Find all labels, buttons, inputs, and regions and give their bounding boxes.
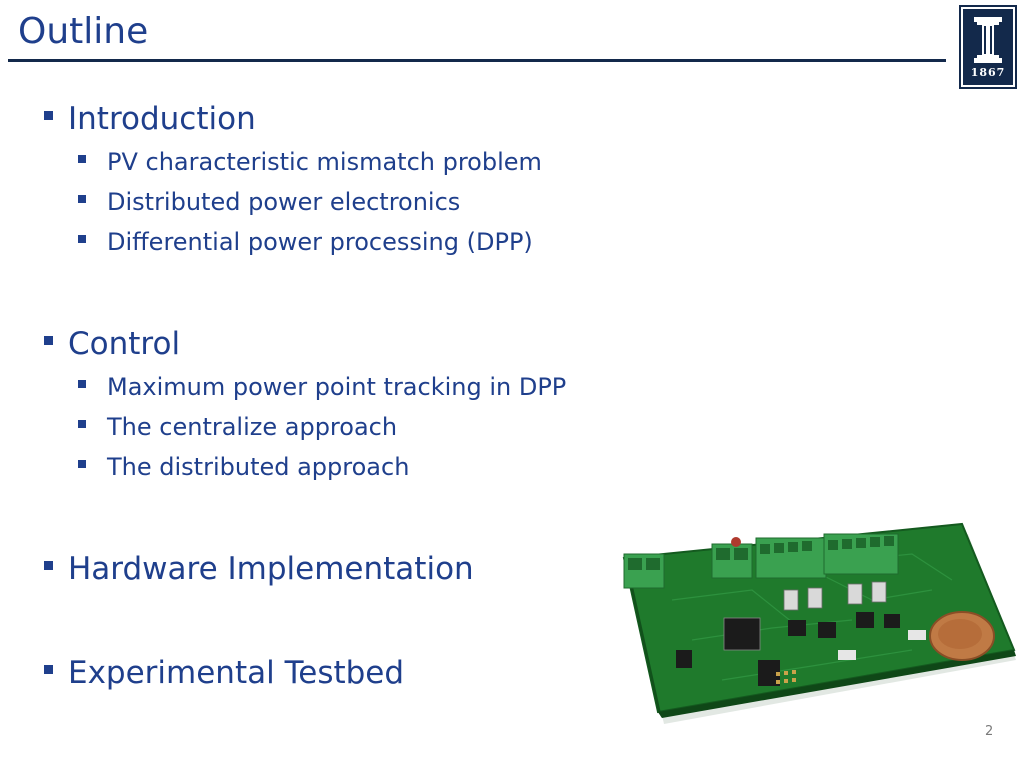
list-item-label: Distributed power electronics xyxy=(107,188,461,216)
page-number: 2 xyxy=(985,724,994,739)
square-bullet-icon xyxy=(78,420,86,428)
list-item-label: Differential power processing (DPP) xyxy=(107,228,533,256)
section-control: Control xyxy=(44,329,180,360)
square-bullet-icon xyxy=(78,195,86,203)
section-label: Hardware Implementation xyxy=(68,551,474,587)
square-bullet-icon xyxy=(78,380,86,388)
section-label: Experimental Testbed xyxy=(68,655,405,691)
circuit-board-photo xyxy=(622,522,1016,724)
list-item: Differential power processing (DPP) xyxy=(78,230,533,254)
square-bullet-icon xyxy=(78,460,86,468)
section-label: Introduction xyxy=(68,101,256,137)
list-item: The centralize approach xyxy=(78,415,397,439)
square-bullet-icon xyxy=(44,111,53,120)
section-introduction: Introduction xyxy=(44,104,256,135)
page-title: Outline xyxy=(18,11,149,52)
list-item: Distributed power electronics xyxy=(78,190,460,214)
square-bullet-icon xyxy=(44,336,53,345)
title-divider xyxy=(8,59,946,62)
list-item: The distributed approach xyxy=(78,455,409,479)
list-item-label: The distributed approach xyxy=(107,453,410,481)
list-item-label: The centralize approach xyxy=(107,413,398,441)
list-item: PV characteristic mismatch problem xyxy=(78,150,542,174)
square-bullet-icon xyxy=(44,561,53,570)
list-item: Maximum power point tracking in DPP xyxy=(78,375,566,399)
list-item-label: PV characteristic mismatch problem xyxy=(107,148,542,176)
list-item-label: Maximum power point tracking in DPP xyxy=(107,373,567,401)
square-bullet-icon xyxy=(78,155,86,163)
block-i-logo-icon: 1867 xyxy=(959,5,1017,89)
square-bullet-icon xyxy=(44,665,53,674)
block-i-logo-shape xyxy=(974,17,1002,63)
square-bullet-icon xyxy=(78,235,86,243)
section-hardware-implementation: Hardware Implementation xyxy=(44,554,474,585)
section-experimental-testbed: Experimental Testbed xyxy=(44,658,404,689)
section-label: Control xyxy=(68,326,181,362)
logo-year: 1867 xyxy=(970,66,1006,79)
